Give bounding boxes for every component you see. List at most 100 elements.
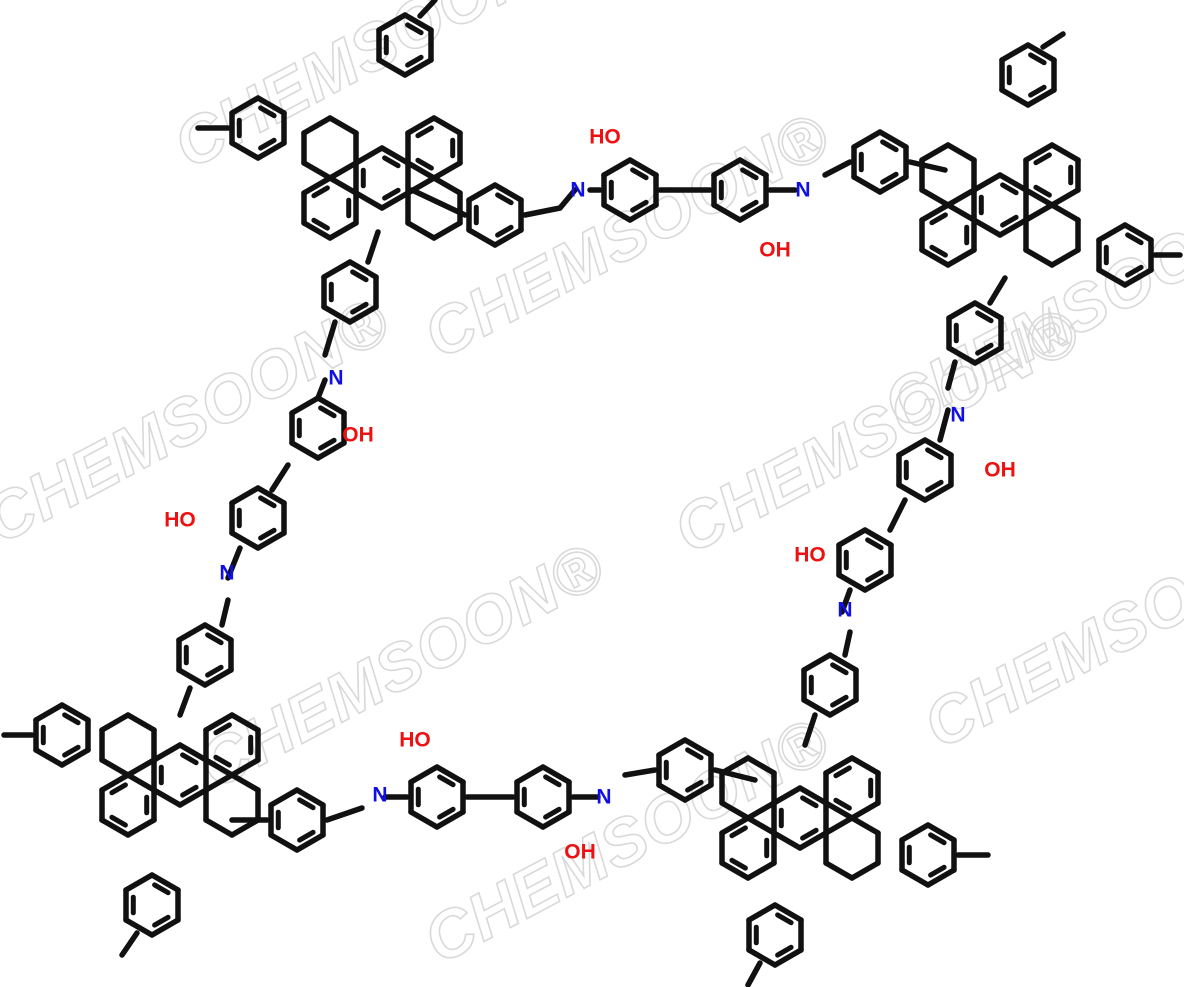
pyrene-core-bond <box>971 172 1003 193</box>
linker-ring-bond <box>862 527 894 548</box>
linker-ring-bond <box>202 622 234 643</box>
tolyl-ring-bond <box>402 12 434 33</box>
linker-bond <box>557 187 578 211</box>
linker-ring-bond <box>827 697 859 718</box>
linker-ring-double-bond <box>543 806 562 820</box>
linker-ring-bond <box>315 395 347 416</box>
pyrene-core-bond <box>177 742 209 763</box>
pyrene-ring-bond <box>849 815 881 836</box>
tolyl-ring-bond <box>59 747 91 768</box>
pyrene-ring-bond <box>99 757 131 778</box>
hydroxyl-label: HO <box>794 544 826 567</box>
pyrene-ring-bond <box>229 712 261 733</box>
linker-bond <box>945 359 958 391</box>
hydroxyl-label: OH <box>564 841 596 864</box>
pyrene-ring-bond <box>229 757 261 778</box>
linker-bond <box>887 497 908 533</box>
pyrene-ring-bond <box>203 712 235 733</box>
linker-ring-double-bond <box>975 342 994 356</box>
imine-nitrogen-label: N <box>596 786 611 809</box>
linker-ring-bond <box>711 202 743 223</box>
linker-ring-bond <box>540 809 572 830</box>
linker-ring-double-bond <box>495 224 514 238</box>
linker-bond <box>269 462 291 493</box>
linker-ring-bond <box>229 530 261 551</box>
hydroxyl-label: HO <box>399 729 431 752</box>
pyrene-ring-bond <box>125 712 157 733</box>
tolyl-ring-bond <box>123 917 155 938</box>
linker-ring-bond <box>601 157 633 178</box>
pyrene-ring-double-bond <box>109 782 128 796</box>
tolyl-ring-bond <box>59 702 91 723</box>
linker-ring-double-bond <box>437 806 456 820</box>
linker-ring-bond <box>268 787 300 808</box>
pyrene-core-double-bond <box>180 752 199 766</box>
linker-ring-bond <box>176 622 208 643</box>
linker-bond <box>177 685 193 718</box>
pyrene-ring-bond <box>301 115 333 136</box>
linker-ring-bond <box>255 530 287 551</box>
tolyl-ring-double-bond <box>152 882 171 896</box>
linker-bond <box>987 275 1008 306</box>
tolyl-ring-double-bond <box>1028 52 1047 66</box>
pyrene-core-double-bond <box>180 784 199 798</box>
pyrene-ring-bond <box>919 187 951 208</box>
pyrene-ring-bond <box>945 142 977 163</box>
pyrene-ring-double-bond <box>729 857 748 871</box>
linker-bond <box>822 159 853 178</box>
linker-bond <box>622 767 658 778</box>
tolyl-ring-bond <box>402 57 434 78</box>
linker-ring-bond <box>737 157 769 178</box>
pyrene-ring-bond <box>431 220 463 241</box>
pyrene-core-double-bond <box>382 187 401 201</box>
pyrene-core-bond <box>797 830 829 851</box>
linker-ring-bond <box>408 809 440 830</box>
pyrene-ring-bond <box>431 175 463 196</box>
linker-ring-double-bond <box>685 747 704 761</box>
imine-nitrogen-label: N <box>372 784 387 807</box>
hydroxyl-label: OH <box>984 459 1016 482</box>
pyrene-ring-bond <box>823 800 855 821</box>
pyrene-ring-bond <box>1049 142 1081 163</box>
methyl-bond <box>119 930 140 958</box>
linker-ring-bond <box>682 737 714 758</box>
tolyl-ring-double-bond <box>258 137 277 151</box>
tolyl-ring-bond <box>1025 42 1057 63</box>
tolyl-ring-bond <box>772 902 804 923</box>
linker-ring-bond <box>514 809 546 830</box>
linker-ring-bond <box>176 667 208 688</box>
pyrene-ring-bond <box>301 220 333 241</box>
pyrene-core-bond <box>771 830 803 851</box>
pyrene-ring-bond <box>125 817 157 838</box>
pyrene-ring-bond <box>125 757 157 778</box>
linker-ring-double-bond <box>685 779 704 793</box>
tolyl-ring-double-bond <box>928 832 947 846</box>
imine-nitrogen-label: N <box>570 179 585 202</box>
hydroxyl-label: HO <box>164 509 196 532</box>
pyrene-ring-double-bond <box>1033 184 1052 198</box>
linker-ring-bond <box>321 304 353 325</box>
pyrene-ring-bond <box>919 202 951 223</box>
linker-ring-double-bond <box>630 167 649 181</box>
tolyl-ring-bond <box>229 95 261 116</box>
linker-ring-bond <box>922 437 954 458</box>
pyrene-ring-bond <box>327 220 359 241</box>
tolyl-ring-bond <box>123 872 155 893</box>
linker-ring-bond <box>289 440 321 461</box>
tolyl-ring-bond <box>899 822 931 843</box>
tolyl-ring-bond <box>925 822 957 843</box>
pyrene-ring-bond <box>849 755 881 776</box>
linker-ring-bond <box>492 227 524 248</box>
linker-ring-bond <box>514 764 546 785</box>
linker-ring-bond <box>434 764 466 785</box>
tolyl-ring-double-bond <box>1028 84 1047 98</box>
tolyl-ring-bond <box>376 12 408 33</box>
pyrene-ring-bond <box>1023 142 1055 163</box>
linker-ring-bond <box>466 182 498 203</box>
pyrene-core-double-bond <box>800 795 819 809</box>
pyrene-ring-bond <box>203 817 235 838</box>
methyl-bond <box>417 0 438 19</box>
tolyl-ring-bond <box>33 747 65 768</box>
pyrene-core-bond <box>353 145 385 166</box>
